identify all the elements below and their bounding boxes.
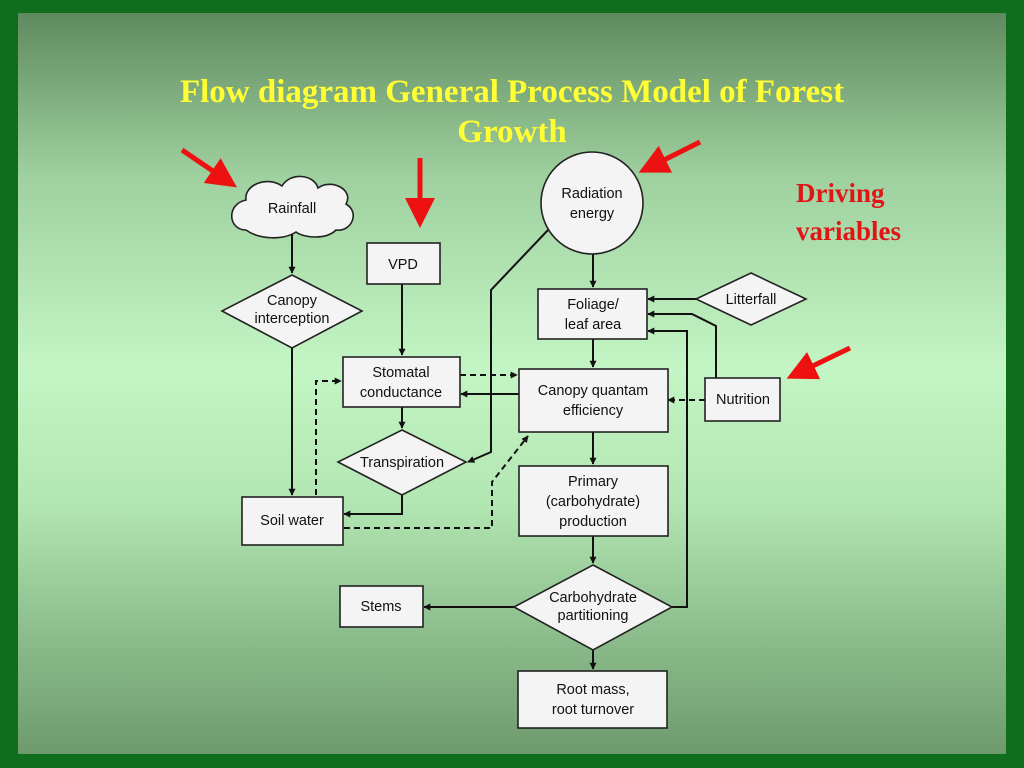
box-shape	[339, 585, 424, 628]
edge-soilwater-quantum	[344, 435, 529, 529]
canopy-interception-label-2: interception	[255, 311, 330, 327]
node-canopy-interception: Canopy interception	[220, 274, 364, 349]
driving-variables-line-1: Driving	[796, 178, 885, 208]
slide-background	[18, 13, 1006, 754]
node-canopy-quantam-efficiency: Canopy quantam efficiency	[518, 368, 669, 433]
soil-water-label: Soil water	[260, 513, 324, 529]
stomatal-label-1: Stomatal	[372, 365, 429, 381]
primary-label-1: Primary	[568, 474, 619, 490]
primary-label-2: (carbohydrate)	[546, 494, 640, 510]
partitioning-label-1: Carbohydrate	[549, 590, 637, 606]
box-shape	[518, 465, 669, 537]
node-carbohydrate-partitioning: Carbohydrate partitioning	[512, 564, 674, 651]
box-shape	[241, 496, 344, 546]
edge-nutrition-foliage	[647, 310, 717, 378]
edge-transpiration-soilwater	[343, 495, 403, 518]
driving-variables-line-2: variables	[796, 216, 901, 246]
circle-shape	[540, 151, 644, 255]
cloud-shape	[231, 175, 354, 239]
radiation-label-1: Radiation	[561, 186, 622, 202]
node-nutrition: Nutrition	[704, 377, 781, 422]
node-primary-production: Primary (carbohydrate) production	[518, 465, 669, 537]
node-rainfall: Rainfall	[231, 175, 354, 239]
radiation-label-2: energy	[570, 206, 615, 222]
litterfall-label: Litterfall	[726, 292, 777, 308]
edge-radiation-transpiration	[467, 229, 549, 463]
node-foliage-leaf-area: Foliage/ leaf area	[537, 288, 648, 340]
node-stomatal-conductance: Stomatal conductance	[342, 356, 461, 408]
node-vpd: VPD	[366, 242, 441, 285]
red-arrow-nutrition	[786, 345, 852, 380]
node-soil-water: Soil water	[241, 496, 344, 546]
red-arrow-rainfall	[180, 147, 237, 188]
driving-variables-label: Driving variables	[796, 174, 901, 250]
title-line-1: Flow diagram General Process Model of Fo…	[179, 74, 845, 110]
root-label-1: Root mass,	[556, 682, 629, 698]
driving-arrows	[180, 139, 852, 380]
diamond-shape	[336, 429, 468, 496]
primary-label-3: production	[559, 514, 627, 530]
node-radiation-energy: Radiation energy	[540, 151, 644, 255]
edges	[288, 229, 717, 670]
box-shape	[704, 377, 781, 422]
diamond-shape	[512, 564, 674, 651]
title-line-2: Growth	[457, 114, 567, 150]
red-arrow-radiation	[638, 139, 702, 173]
foliage-label-1: Foliage/	[567, 297, 620, 313]
quantum-label-2: efficiency	[563, 403, 624, 419]
vpd-label: VPD	[388, 257, 418, 273]
diamond-shape	[220, 274, 364, 349]
partitioning-label-2: partitioning	[558, 608, 629, 624]
node-root-mass: Root mass, root turnover	[517, 670, 668, 729]
box-shape	[366, 242, 441, 285]
edge-partitioning-foliage	[647, 327, 688, 608]
node-litterfall: Litterfall	[694, 272, 808, 326]
slide-title: Flow diagram General Process Model of Fo…	[0, 72, 1024, 152]
node-transpiration: Transpiration	[336, 429, 468, 496]
node-stems: Stems	[339, 585, 424, 628]
box-shape	[517, 670, 668, 729]
box-shape	[518, 368, 669, 433]
diamond-shape	[694, 272, 808, 326]
edge-soilwater-stomatal	[315, 377, 342, 495]
rainfall-label: Rainfall	[268, 201, 316, 217]
nutrition-label: Nutrition	[716, 392, 770, 408]
quantum-label-1: Canopy quantam	[538, 383, 648, 399]
canopy-interception-label-1: Canopy	[267, 293, 318, 309]
stomatal-label-2: conductance	[360, 385, 442, 401]
box-shape	[537, 288, 648, 340]
stems-label: Stems	[360, 599, 401, 615]
box-shape	[342, 356, 461, 408]
foliage-label-2: leaf area	[565, 317, 622, 333]
root-label-2: root turnover	[552, 702, 634, 718]
transpiration-label: Transpiration	[360, 455, 444, 471]
